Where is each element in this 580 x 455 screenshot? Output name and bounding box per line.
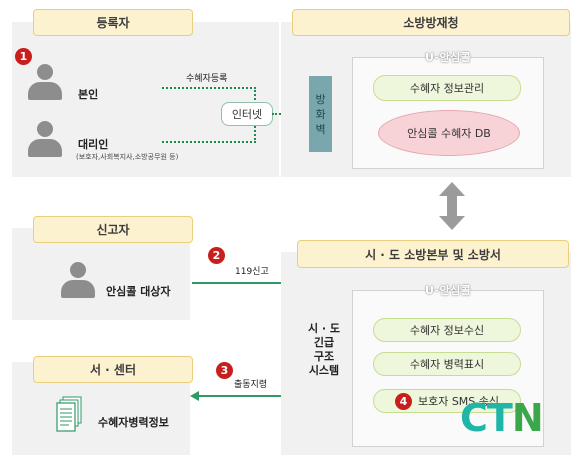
local-system-line: 시스템 [308,364,340,377]
call-119-label: 119신고 [235,267,269,277]
ctn-watermark-logo: CTN [460,396,544,440]
firewall-char: 화 [315,107,326,121]
firewall-char: 벽 [315,122,326,136]
local-system-line: 구조 [313,350,335,363]
center-header: 서 · 센터 [33,356,193,383]
local-system-line: 시 · 도 [307,322,341,335]
step-1-badge: 1 [15,48,32,65]
flow-line [162,141,256,143]
sms-send-label: 보호자 SMS 송신 [417,395,500,408]
registration-flow-label: 수혜자등록 [186,74,228,84]
step-4-badge: 4 [394,392,412,410]
reporter-person-label: 안심콜 대상자 [106,285,171,298]
self-label: 본인 [78,88,99,101]
firewall: 방 화 벽 [309,76,332,152]
local-item-history-display: 수혜자 병력표시 [373,352,521,376]
internet-box: 인터넷 [221,102,273,126]
agency-db-oval: 안심콜 수혜자 DB [378,110,520,156]
step-3-badge: 3 [216,362,233,379]
proxy-note: (보호자,사회복지사,소방공무원 등) [76,153,179,161]
local-system-title: U-안심콜 [425,284,472,297]
local-item-sms-send: 4 보호자 SMS 송신 [373,389,521,413]
dispatch-arrow [198,395,310,397]
reporter-panel [12,228,190,320]
local-item-info-receive: 수혜자 정보수신 [373,318,521,342]
local-header: 시 · 도 소방본부 및 소방서 [297,240,569,268]
local-system-label: 시 · 도 긴급 구조 시스템 [296,322,352,378]
dispatch-arrow-head [190,391,199,401]
flow-line [162,87,256,89]
document-stack-icon [55,396,83,434]
firewall-char: 방 [315,92,326,106]
step-2-badge: 2 [208,247,225,264]
local-system-line: 긴급 [313,336,335,349]
registrant-header: 등록자 [33,9,193,36]
proxy-label: 대리인 [78,138,109,151]
agency-item-info-management: 수혜자 정보관리 [373,75,521,101]
dispatch-order-label: 출동지령 [234,380,268,390]
reporter-header: 신고자 [33,216,193,243]
medical-history-label: 수혜자병력정보 [98,416,169,429]
agency-system-title: U-안심콜 [425,51,472,64]
agency-header: 소방방재청 [292,9,570,36]
bidirectional-arrow-icon [438,180,466,232]
report-arrow [192,282,304,284]
